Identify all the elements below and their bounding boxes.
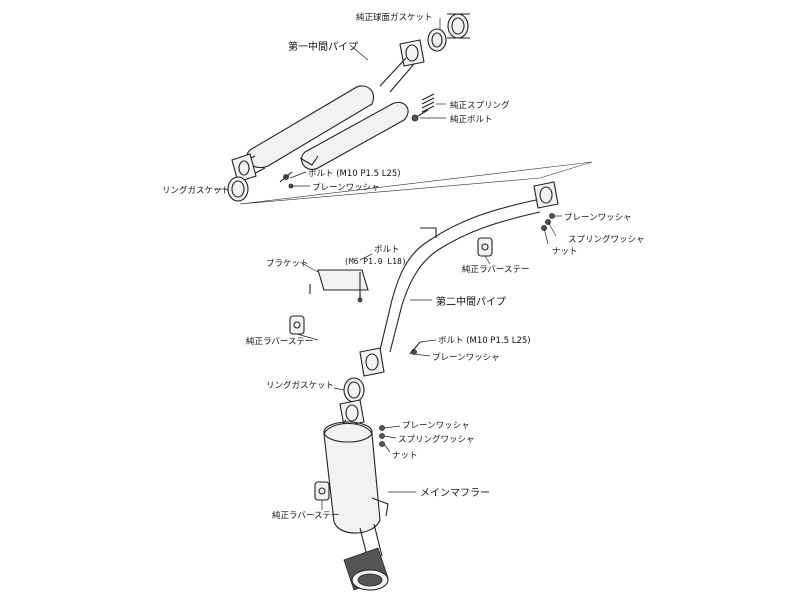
label-bracket: ブラケット — [266, 258, 309, 269]
label-plain-washer-mid: プレーンワッシャ — [432, 353, 500, 363]
oem-spherical-gasket — [427, 28, 447, 52]
oem-bolt — [411, 109, 429, 122]
label-oem-spherical-gasket: 純正球面ガスケット — [356, 12, 433, 23]
label-oem-spring: 純正スプリング — [450, 100, 510, 111]
first-mid-pipe — [231, 39, 425, 183]
label-oem-rubber-stay-mid: 純正ラバーステー — [246, 336, 314, 347]
label-spring-washer-low: スプリングワッシャ — [398, 434, 475, 445]
washers-low — [379, 425, 385, 447]
label-bolt-m6-spec: (M6 P1.0 L18) — [344, 257, 407, 266]
label-nut-right: ナット — [552, 247, 578, 257]
oem-exhaust-pipe-stub — [447, 13, 470, 39]
label-spring-washer-right: スプリングワッシャ — [568, 234, 645, 245]
main-muffler — [323, 399, 389, 591]
leader-lines — [214, 18, 562, 510]
bolt-top — [279, 171, 294, 189]
ring-gasket-mid — [343, 377, 365, 403]
label-plain-washer-low: プレーンワッシャ — [402, 421, 470, 431]
label-bolt-m6: ボルト — [374, 245, 400, 255]
bracket — [309, 269, 369, 300]
oem-rubber-stay-low — [314, 481, 330, 501]
oem-rubber-stay-mid — [289, 315, 305, 335]
label-oem-rubber-stay-top: 純正ラバーステー — [462, 264, 530, 275]
ring-gasket-top — [227, 176, 249, 202]
label-second-mid-pipe: 第二中間パイプ — [436, 295, 506, 308]
label-nut-low: ナット — [392, 451, 418, 461]
label-bolt-m10-top: ボルト (M10 P1.5 L25) — [308, 169, 401, 179]
label-oem-rubber-stay-low: 純正ラバーステー — [272, 510, 340, 521]
label-ring-gasket-mid: リングガスケット — [266, 380, 334, 391]
label-oem-bolt: 純正ボルト — [450, 114, 493, 125]
label-plain-washer-top: プレーンワッシャ — [312, 183, 380, 193]
label-plain-washer-right: プレーンワッシャ — [564, 213, 632, 223]
oem-rubber-stay-top — [477, 237, 493, 257]
oem-spring — [421, 93, 435, 113]
label-main-muffler: メインマフラー — [420, 487, 490, 499]
assembly-plane — [239, 161, 593, 205]
label-ring-gasket-top: リングガスケット — [162, 185, 230, 196]
second-mid-pipe — [359, 181, 559, 377]
bolt-mid — [409, 341, 421, 355]
bolt-m6 — [357, 290, 363, 303]
label-first-mid-pipe: 第一中間パイプ — [288, 40, 358, 53]
label-bolt-m10-mid: ボルト (M10 P1.5 L25) — [438, 336, 531, 346]
